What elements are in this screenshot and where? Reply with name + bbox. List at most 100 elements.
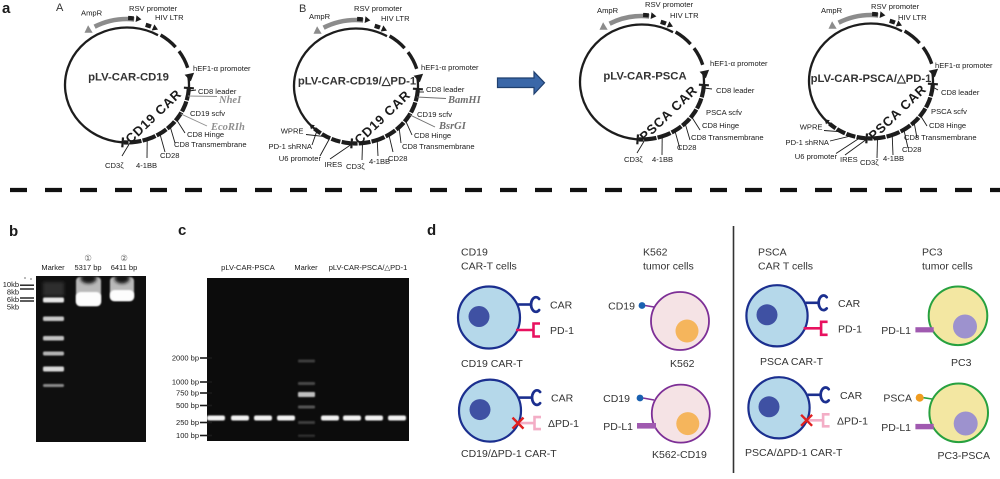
svg-text:RSV promoter: RSV promoter [645, 0, 694, 9]
svg-text:PC3: PC3 [951, 357, 972, 369]
svg-text:PC3: PC3 [922, 247, 943, 259]
svg-text:CD8 Transmembrane: CD8 Transmembrane [691, 133, 764, 142]
svg-text:hEF1-α promoter: hEF1-α promoter [421, 63, 479, 72]
svg-text:PSCA scfv: PSCA scfv [931, 107, 967, 116]
svg-text:PSCA: PSCA [883, 393, 912, 405]
svg-text:PD-1 shRNA: PD-1 shRNA [786, 138, 830, 147]
svg-text:10kb: 10kb [3, 280, 19, 289]
svg-text:PD-1: PD-1 [550, 325, 574, 337]
svg-text:NheI: NheI [218, 95, 242, 106]
svg-text:750 bp: 750 bp [176, 389, 199, 398]
svg-text:CAR T cells: CAR T cells [758, 261, 813, 273]
svg-text:CAR: CAR [840, 390, 863, 402]
svg-text:6411 bp: 6411 bp [111, 263, 138, 272]
svg-text:AmpR: AmpR [821, 6, 843, 15]
svg-text:d: d [427, 222, 436, 239]
svg-text:6kb: 6kb [7, 295, 19, 304]
svg-text:AmpR: AmpR [309, 12, 331, 21]
svg-text:CD28: CD28 [160, 151, 179, 160]
svg-text:B: B [299, 3, 306, 15]
svg-text:2000 bp: 2000 bp [172, 354, 199, 363]
svg-text:CD3ζ: CD3ζ [346, 162, 365, 171]
svg-text:CD19 scfv: CD19 scfv [417, 110, 452, 119]
svg-text:CD8 Hinge: CD8 Hinge [414, 131, 451, 140]
svg-text:ΔPD-1: ΔPD-1 [837, 415, 868, 427]
svg-text:pLV-CAR-CD19/△PD-1: pLV-CAR-CD19/△PD-1 [298, 76, 416, 88]
svg-text:BamHI: BamHI [447, 95, 482, 106]
svg-text:RSV promoter: RSV promoter [129, 4, 178, 13]
svg-text:tumor cells: tumor cells [643, 261, 694, 273]
svg-text:EcoRIh: EcoRIh [210, 122, 245, 133]
svg-text:PC3-PSCA: PC3-PSCA [938, 450, 991, 462]
svg-text:pLV-CAR-PSCA: pLV-CAR-PSCA [221, 263, 275, 272]
svg-text:tumor cells: tumor cells [922, 261, 973, 273]
svg-text:CD3ζ: CD3ζ [105, 161, 124, 170]
svg-text:RSV promoter: RSV promoter [871, 2, 920, 11]
svg-text:CAR: CAR [550, 300, 573, 312]
svg-text:hEF1-α promoter: hEF1-α promoter [710, 59, 768, 68]
svg-text:PD-1: PD-1 [838, 323, 862, 335]
svg-text:CD8 Hinge: CD8 Hinge [929, 121, 966, 130]
svg-text:②: ② [120, 253, 128, 263]
svg-text:4-1BB: 4-1BB [369, 157, 390, 166]
svg-text:PSCA/ΔPD-1 CAR-T: PSCA/ΔPD-1 CAR-T [745, 447, 843, 459]
svg-text:1000 bp: 1000 bp [172, 378, 199, 387]
svg-text:Marker: Marker [41, 263, 65, 272]
svg-text:CD19 scfv: CD19 scfv [190, 109, 225, 118]
svg-text:BsrGI: BsrGI [438, 121, 467, 132]
svg-text:U6 promoter: U6 promoter [795, 152, 838, 161]
svg-text:b: b [9, 223, 18, 240]
svg-text:500 bp: 500 bp [176, 401, 199, 410]
svg-text:CD8 leader: CD8 leader [198, 87, 237, 96]
svg-text:HIV LTR: HIV LTR [898, 13, 927, 22]
svg-text:CD19: CD19 [608, 301, 635, 313]
svg-text:CD8 Hinge: CD8 Hinge [187, 130, 224, 139]
svg-text:HIV LTR: HIV LTR [381, 14, 410, 23]
svg-text:CD19: CD19 [603, 393, 630, 405]
svg-text:PSCA CAR-T: PSCA CAR-T [760, 356, 824, 368]
svg-text:8kb: 8kb [7, 288, 19, 297]
svg-text:CAR: CAR [551, 393, 574, 405]
svg-text:CD8 leader: CD8 leader [716, 86, 755, 95]
svg-text:①: ① [84, 253, 92, 263]
svg-text:pLV-CAR-PSCA/△PD-1: pLV-CAR-PSCA/△PD-1 [329, 263, 408, 272]
svg-text:CAR-T cells: CAR-T cells [461, 261, 517, 273]
svg-text:RSV promoter: RSV promoter [354, 4, 403, 13]
svg-text:HIV LTR: HIV LTR [670, 11, 699, 20]
svg-text:IRES: IRES [325, 160, 343, 169]
svg-text:CD8 leader: CD8 leader [426, 85, 465, 94]
svg-text:100 bp: 100 bp [176, 431, 199, 440]
svg-text:AmpR: AmpR [597, 6, 619, 15]
svg-text:CD8 Transmembrane: CD8 Transmembrane [402, 142, 475, 151]
svg-text:pLV-CAR-CD19: pLV-CAR-CD19 [88, 72, 169, 84]
svg-text:CD8 Transmembrane: CD8 Transmembrane [174, 140, 247, 149]
svg-text:K562: K562 [670, 358, 695, 370]
svg-text:250 bp: 250 bp [176, 418, 199, 427]
svg-text:CD28: CD28 [388, 154, 407, 163]
svg-text:AmpR: AmpR [81, 9, 103, 18]
svg-text:a: a [2, 0, 11, 17]
svg-text:5317 bp: 5317 bp [74, 263, 101, 272]
svg-text:CD28: CD28 [902, 145, 921, 154]
svg-text:c: c [178, 222, 186, 239]
svg-text:PD-1 shRNA: PD-1 shRNA [269, 142, 313, 151]
svg-text:IRES: IRES [840, 155, 858, 164]
svg-text:PSCA scfv: PSCA scfv [706, 108, 742, 117]
svg-text:PSCA: PSCA [758, 247, 787, 259]
svg-text:CD3ζ: CD3ζ [624, 155, 643, 164]
svg-text:4-1BB: 4-1BB [136, 161, 157, 170]
svg-text:pLV-CAR-PSCA: pLV-CAR-PSCA [603, 71, 686, 83]
svg-text:CD8 Hinge: CD8 Hinge [702, 121, 739, 130]
svg-text:ΔPD-1: ΔPD-1 [548, 418, 579, 430]
svg-text:CD19/ΔPD-1 CAR-T: CD19/ΔPD-1 CAR-T [461, 448, 557, 460]
svg-text:WPRE: WPRE [281, 127, 304, 136]
svg-text:PD-L1: PD-L1 [603, 421, 633, 433]
svg-text:K562: K562 [643, 247, 668, 259]
svg-text:4-1BB: 4-1BB [652, 155, 673, 164]
svg-text:CD19: CD19 [461, 247, 488, 259]
svg-text:CD8 Transmembrane: CD8 Transmembrane [904, 133, 977, 142]
svg-text:WPRE: WPRE [800, 123, 823, 132]
svg-text:CD28: CD28 [677, 143, 696, 152]
svg-text:A: A [56, 2, 64, 14]
svg-text:5kb: 5kb [7, 303, 19, 312]
